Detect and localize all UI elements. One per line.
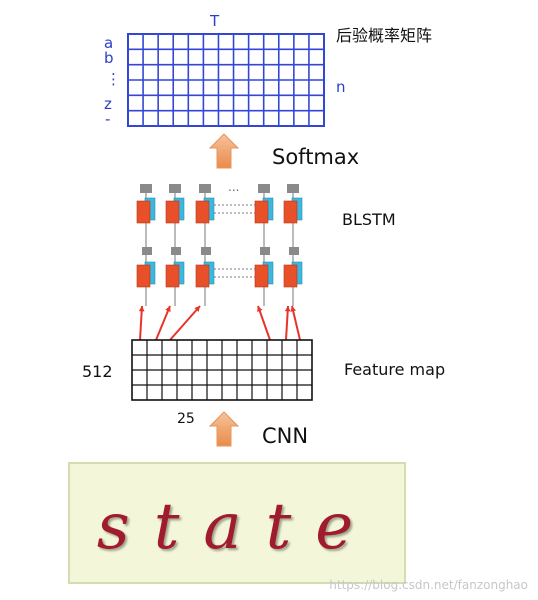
blstm-output-node <box>171 247 181 255</box>
blstm-output-node <box>140 184 152 193</box>
feature-map-grid <box>131 339 313 401</box>
connection-line <box>169 305 201 341</box>
input-image: state <box>68 462 406 584</box>
softmax-label: Softmax <box>272 145 360 169</box>
feature-width-label: 25 <box>177 411 195 427</box>
blstm-output-node <box>289 247 299 255</box>
blstm-forward-cell <box>254 200 269 224</box>
blstm-forward-cell <box>254 264 269 288</box>
row-label-ellipsis: ⋮ <box>106 70 121 88</box>
feature-height-label: 512 <box>82 362 113 381</box>
blstm-forward-cell <box>136 200 151 224</box>
blstm-forward-cell <box>165 264 180 288</box>
blstm-forward-cell <box>283 264 298 288</box>
feature-to-blstm-connections <box>138 305 301 341</box>
blstm-forward-cell <box>283 200 298 224</box>
row-label-blank: - <box>105 110 111 128</box>
input-word: state <box>96 490 378 564</box>
cnn-label: CNN <box>262 424 309 448</box>
blstm-output-node <box>260 247 270 255</box>
blstm-network <box>136 184 303 306</box>
softmax-up-arrow <box>208 133 240 169</box>
connection-line <box>291 305 301 341</box>
row-label-a: a <box>104 34 114 52</box>
connection-line <box>257 305 271 341</box>
blstm-ellipsis-top: ... <box>228 180 240 194</box>
connection-arrowhead <box>194 306 200 312</box>
blstm-output-node <box>169 184 181 193</box>
cnn-up-arrow <box>208 411 240 447</box>
cnn-arrow <box>208 411 240 447</box>
blstm-output-node <box>142 247 152 255</box>
connection-arrowhead <box>257 306 263 312</box>
blstm-forward-cell <box>195 200 210 224</box>
softmax-arrow <box>208 133 240 169</box>
watermark: https://blog.csdn.net/fanzonghao <box>329 578 528 592</box>
blstm-output-node <box>258 184 270 193</box>
matrix-title: 后验概率矩阵 <box>336 26 433 45</box>
blstm-forward-cell <box>165 200 180 224</box>
connection-arrowhead <box>138 306 145 312</box>
blstm-forward-cell <box>136 264 151 288</box>
connection-arrowhead <box>284 306 291 312</box>
blstm-output-node <box>287 184 299 193</box>
time-axis-label: T <box>210 12 220 30</box>
connection-arrowhead <box>165 306 171 312</box>
blstm-output-node <box>199 184 211 193</box>
feature-map-label: Feature map <box>344 360 446 379</box>
blstm-output-node <box>201 247 211 255</box>
connection-line <box>155 305 171 341</box>
row-label-b: b <box>104 49 114 67</box>
connection-line <box>285 305 289 341</box>
blstm-forward-cell <box>195 264 210 288</box>
row-label-z: z <box>104 95 112 113</box>
connection-arrowhead <box>290 306 297 312</box>
posterior-probability-matrix <box>127 33 325 127</box>
classes-axis-label: n <box>336 78 346 96</box>
blstm-label: BLSTM <box>342 210 396 229</box>
connection-line <box>139 305 143 341</box>
